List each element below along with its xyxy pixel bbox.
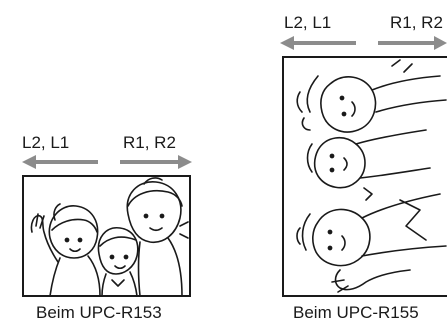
- left-arrow-right-icon: [120, 155, 192, 169]
- left-label-l2-l1: L2, L1: [22, 133, 70, 152]
- left-screen-frame: [22, 175, 191, 297]
- right-label-l2-l1: L2, L1: [284, 13, 332, 32]
- right-label-r1-r2: R1, R2: [390, 13, 443, 32]
- right-arrow-right-icon: [378, 36, 447, 50]
- left-children-illustration: [30, 177, 189, 297]
- right-arrow-left-icon: [280, 36, 356, 50]
- left-label-r1-r2: R1, R2: [123, 133, 176, 152]
- left-arrow-left-icon: [22, 155, 98, 169]
- right-caption: Beim UPC-R155: [293, 303, 419, 322]
- left-caption: Beim UPC-R153: [36, 303, 162, 322]
- right-children-illustration: [296, 59, 447, 293]
